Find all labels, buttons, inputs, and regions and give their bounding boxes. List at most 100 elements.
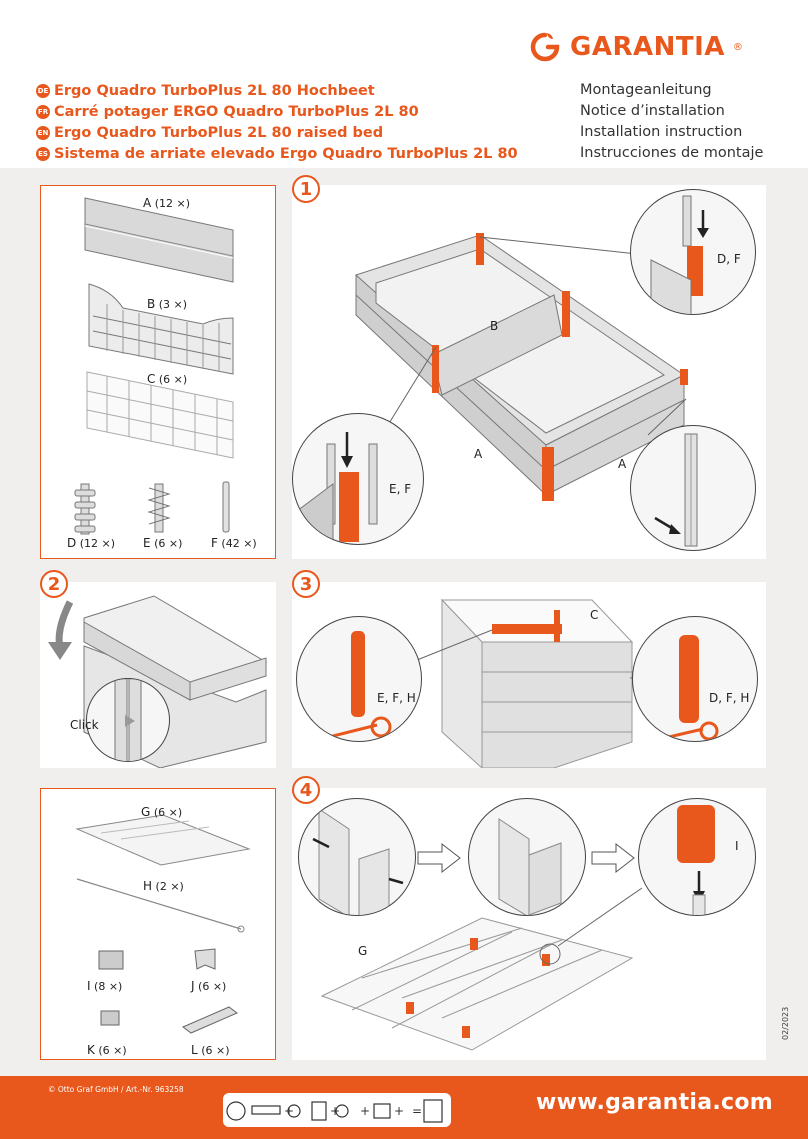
detail-circle-4a bbox=[298, 798, 416, 916]
part-j-drawing bbox=[194, 948, 216, 970]
part-d-drawing bbox=[74, 483, 96, 535]
title-text: Ergo Quadro TurboPlus 2L 80 raised bed bbox=[54, 124, 384, 141]
raised-bed-with-frames bbox=[440, 598, 634, 768]
detail-i-drawing bbox=[677, 805, 715, 915]
detail-a-drawing bbox=[654, 433, 698, 547]
step-3-panel: 3 C E, F, H D, F, H bbox=[292, 570, 766, 768]
bed-upper-level bbox=[83, 595, 268, 701]
title-es: ES Sistema de arriate elevado Ergo Quadro… bbox=[36, 143, 518, 164]
detail-circle-click bbox=[86, 678, 170, 762]
detail-i-label: I bbox=[735, 839, 739, 853]
click-label: Click bbox=[70, 718, 99, 732]
part-d-label: D (12 ×) bbox=[67, 536, 116, 550]
orange-connectors bbox=[432, 233, 688, 501]
part-g-drawing bbox=[75, 814, 251, 866]
part-k-drawing bbox=[100, 1010, 120, 1026]
step-3-number: 3 bbox=[292, 570, 320, 598]
parts-list-top: A (12 ×) B (3 ×) C (6 ×) D (12 ×) E (6 ×… bbox=[40, 185, 276, 559]
part-h-label: H (2 ×) bbox=[143, 879, 184, 893]
part-c-drawing bbox=[86, 371, 234, 459]
orange-connectors-grid bbox=[406, 938, 550, 1038]
detail-circle-ef: E, F bbox=[292, 413, 424, 545]
title-text: Sistema de arriate elevado Ergo Quadro T… bbox=[54, 145, 518, 162]
base-grid-assembled bbox=[320, 917, 634, 1051]
date-code: 02/2023 bbox=[781, 1006, 790, 1040]
detail-efh-drawing bbox=[306, 631, 392, 741]
part-i-drawing bbox=[98, 950, 124, 970]
subtitle-de: Montageanleitung bbox=[580, 82, 712, 98]
step-1-panel: 1 B A A D, F E, F bbox=[292, 175, 766, 559]
process-arrow-2 bbox=[591, 842, 635, 874]
parts-bottom-illustration bbox=[75, 814, 251, 1034]
part-l-label: L (6 ×) bbox=[191, 1043, 230, 1057]
step-3-illustration bbox=[411, 598, 644, 768]
parts-list-bottom: G (6 ×) H (2 ×) I (8 ×) J (6 ×) K (6 ×) … bbox=[40, 788, 276, 1060]
detail-efh-label: E, F, H bbox=[377, 691, 416, 705]
part-g-label: G (6 ×) bbox=[141, 805, 183, 819]
detail-circle-efh: E, F, H bbox=[296, 616, 422, 742]
subtitle-es: Instrucciones de montaje bbox=[580, 145, 764, 161]
part-a-drawing bbox=[84, 197, 234, 283]
detail-circle-a bbox=[630, 425, 756, 551]
brand-logo: GARANTIA ® bbox=[528, 30, 743, 64]
step-4-illustration bbox=[320, 842, 643, 1051]
product-titles: DE Ergo Quadro TurboPlus 2L 80 Hochbeet F… bbox=[36, 80, 518, 164]
detail-circle-df: D, F bbox=[630, 189, 756, 315]
subtitle-en: Installation instruction bbox=[580, 124, 743, 140]
subtitle-fr: Notice d’installation bbox=[580, 103, 725, 119]
svg-text:+: + bbox=[330, 1104, 340, 1118]
instruction-subtitles: Montageanleitung Notice d’installation I… bbox=[580, 80, 763, 164]
svg-text:+: + bbox=[394, 1104, 404, 1118]
copyright-text: © Otto Graf GmbH / Art.-Nr. 963258 bbox=[48, 1085, 184, 1094]
website-link[interactable]: www.garantia.com bbox=[536, 1090, 774, 1115]
part-b-drawing bbox=[88, 283, 234, 375]
step-4-label-g: G bbox=[358, 944, 368, 958]
svg-text:+: + bbox=[360, 1104, 370, 1118]
title-de: DE Ergo Quadro TurboPlus 2L 80 Hochbeet bbox=[36, 80, 518, 101]
part-h-drawing bbox=[76, 878, 245, 933]
step-4-number: 4 bbox=[292, 776, 320, 804]
title-text: Ergo Quadro TurboPlus 2L 80 Hochbeet bbox=[54, 82, 375, 99]
detail-circle-i: I bbox=[638, 798, 756, 916]
brand-name: GARANTIA bbox=[570, 32, 725, 62]
detail-circle-4b bbox=[468, 798, 586, 916]
detail-df-label: D, F bbox=[717, 252, 741, 266]
title-fr: FR Carré potager ERGO Quadro TurboPlus 2L… bbox=[36, 101, 518, 122]
detail-ef-label: E, F bbox=[389, 482, 412, 496]
lang-badge: FR bbox=[36, 104, 50, 119]
step-3-label-c: C bbox=[590, 608, 599, 622]
detail-df-drawing bbox=[650, 195, 709, 314]
part-b-label: B (3 ×) bbox=[147, 297, 188, 311]
step-1-label-b: B bbox=[490, 319, 499, 333]
step-2-panel: 2 Click bbox=[40, 570, 276, 768]
lang-badge: ES bbox=[36, 146, 50, 161]
part-e-label: E (6 ×) bbox=[143, 536, 183, 550]
parts-top-illustration bbox=[74, 197, 234, 535]
part-k-label: K (6 ×) bbox=[87, 1043, 127, 1057]
detail-ef-drawing bbox=[293, 432, 378, 544]
step-4-panel: 4 G I bbox=[292, 776, 766, 1060]
step-1-label-a2: A bbox=[618, 457, 627, 471]
svg-text:=: = bbox=[412, 1104, 422, 1118]
detail-4a-drawing bbox=[312, 808, 404, 915]
detail-click-drawing bbox=[114, 679, 142, 761]
detail-circle-dfh: D, F, H bbox=[632, 616, 758, 742]
brand-registered-mark: ® bbox=[732, 41, 743, 53]
step-1-number: 1 bbox=[292, 175, 320, 203]
part-j-label: J (6 ×) bbox=[191, 979, 227, 993]
lang-badge: DE bbox=[36, 83, 50, 98]
svg-text:+: + bbox=[284, 1104, 294, 1118]
detail-dfh-drawing bbox=[644, 635, 719, 741]
part-f-label: F (42 ×) bbox=[211, 536, 257, 550]
part-e-drawing bbox=[147, 483, 171, 533]
detail-dfh-label: D, F, H bbox=[709, 691, 750, 705]
recycling-symbols: + + + + = bbox=[223, 1093, 451, 1127]
title-text: Carré potager ERGO Quadro TurboPlus 2L 8… bbox=[54, 103, 419, 120]
garantia-logo-icon bbox=[530, 32, 560, 62]
step-1-label-a1: A bbox=[474, 447, 483, 461]
recycling-icons: + + + + = bbox=[226, 1099, 443, 1123]
step-1-illustration bbox=[355, 233, 688, 501]
part-c-label: C (6 ×) bbox=[147, 372, 188, 386]
